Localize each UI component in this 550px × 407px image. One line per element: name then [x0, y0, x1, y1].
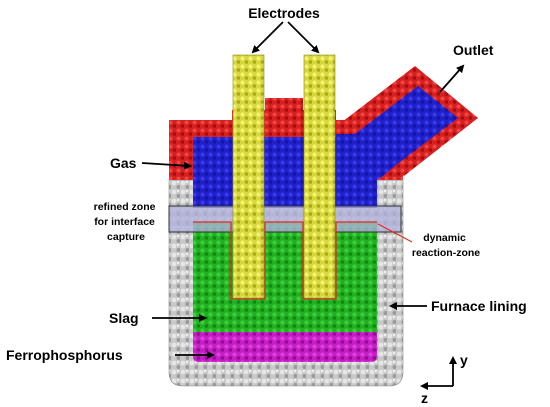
dynamic-zone-line-2: reaction-zone	[412, 247, 480, 259]
furnace-lining-label: Furnace lining	[431, 298, 527, 314]
electrodes-label: Electrodes	[248, 5, 320, 21]
gas-label: Gas	[110, 155, 137, 171]
electrode-right	[303, 54, 336, 299]
outlet-arrow	[439, 64, 465, 93]
electrodes-arrow-right	[287, 21, 320, 54]
refined-zone-line-1: refined zone	[94, 201, 156, 213]
ferrophosphorus-label: Ferrophosphorus	[6, 347, 123, 363]
outlet-label: Outlet	[453, 42, 494, 58]
dynamic-zone-label: dynamic reaction-zone	[412, 232, 480, 259]
dynamic-zone-line-1: dynamic	[423, 232, 466, 244]
coordinate-axes	[420, 356, 457, 390]
refined-zone-label: refined zone for interface capture	[94, 201, 159, 243]
slag-label: Slag	[109, 310, 139, 326]
refined-zone-line-2: for interface	[94, 216, 155, 228]
gas-arrow	[141, 161, 192, 170]
axis-z-label: z	[421, 390, 428, 406]
electrodes-arrow-left	[251, 21, 284, 54]
axis-y-label: y	[460, 352, 468, 368]
dynamic-reaction-zone	[193, 221, 377, 300]
dynamic-zone-leader	[377, 223, 413, 243]
electrode-left	[232, 54, 265, 299]
ferrophosphorus-region	[193, 332, 377, 362]
refined-zone-band	[168, 205, 402, 233]
slag-region	[193, 222, 377, 332]
refined-zone-line-3: capture	[107, 231, 145, 243]
